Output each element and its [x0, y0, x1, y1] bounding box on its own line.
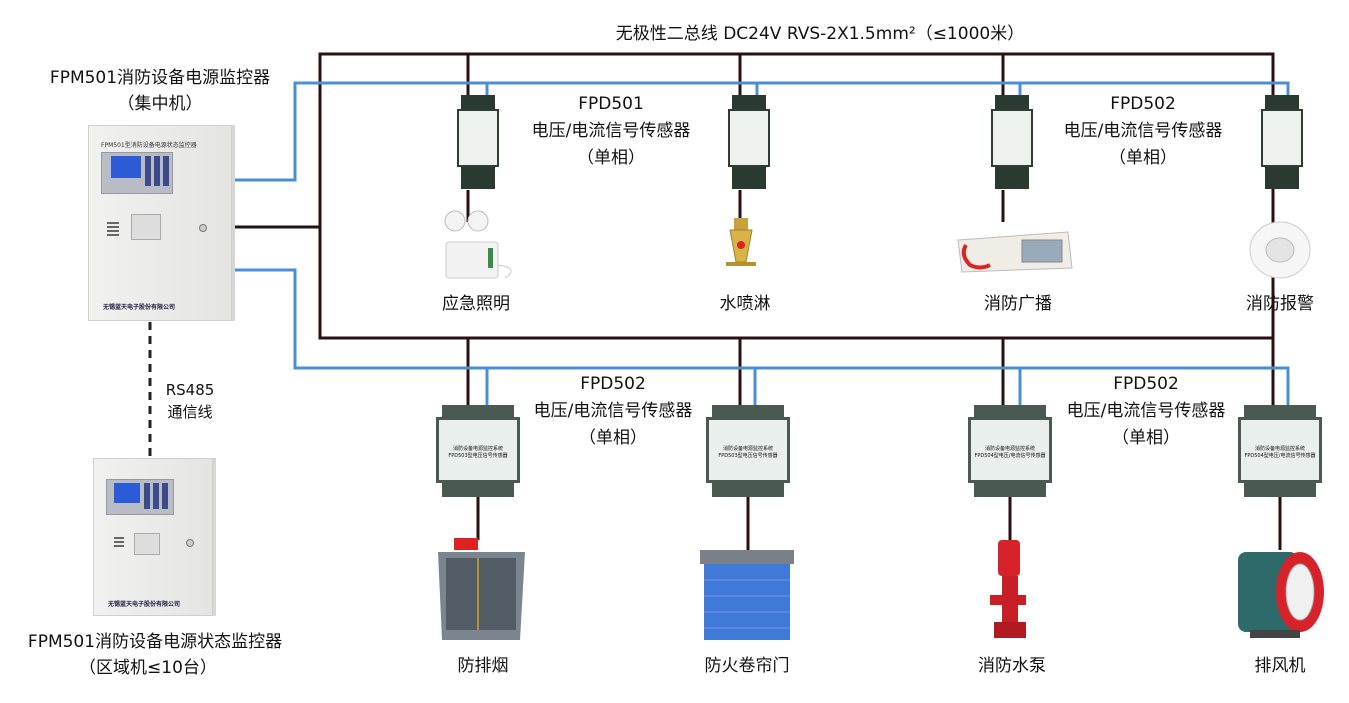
sensor-module: [457, 95, 499, 190]
device-label: 消防广播: [984, 294, 1052, 314]
sprinkler-icon: [726, 218, 756, 266]
brand-logo: 无锡蓝天电子股份有限公司: [108, 601, 181, 608]
fire-pump-icon: [990, 540, 1026, 638]
exhaust-fan-icon: [1238, 552, 1324, 638]
sensor-module: [991, 95, 1033, 190]
rolling-shutter-icon: [700, 550, 794, 640]
comm-line-label-2: 通信线: [167, 403, 213, 421]
area-controller-subtitle: （区域机≤10台）: [79, 658, 217, 678]
smoke-damper-icon: [438, 538, 525, 640]
sensor-type: 电压/电流信号传感器: [531, 121, 691, 141]
keypad: [145, 156, 169, 186]
emergency-light-icon: [444, 210, 512, 279]
sensor-phase: （单相）: [577, 148, 645, 168]
device-label: 消防报警: [1246, 294, 1314, 314]
bus-title: 无极性二总线 DC24V RVS-2X1.5mm²（≤1000米）: [615, 24, 1025, 44]
sensor-phase: （单相）: [579, 428, 647, 448]
keypad: [144, 483, 168, 509]
sensor-type: 电压/电流信号传感器: [533, 401, 693, 421]
area-controller-cabinet: 无锡蓝天电子股份有限公司: [93, 458, 213, 616]
comm-line-label-1: RS485: [165, 381, 215, 399]
sensor-model: FPD501: [578, 94, 644, 114]
power-bus: [232, 52, 1282, 550]
device-label: 排风机: [1254, 656, 1306, 676]
sensor-model: FPD502: [1110, 94, 1176, 114]
broadcast-icon: [957, 231, 1073, 273]
printer: [134, 533, 160, 555]
device-label: 防排烟: [457, 656, 509, 676]
sensor-type: 电压/电流信号传感器: [1066, 401, 1226, 421]
main-controller-cabinet: FPM501型消防设备电源状态监控器 无锡蓝天电子股份有限公司: [88, 125, 232, 321]
device-label: 防火卷帘门: [704, 656, 790, 676]
device-label: 应急照明: [442, 294, 510, 314]
lock-icon: [186, 539, 194, 547]
sensor-module: [728, 95, 770, 190]
device-label: 消防水泵: [978, 656, 1046, 676]
signal-bus: [232, 81, 1290, 405]
lcd-screen: [114, 483, 140, 503]
sensor-type: 电压/电流信号传感器: [1063, 121, 1223, 141]
main-controller-subtitle: （集中机）: [117, 94, 203, 114]
smoke-detector-icon: [1249, 221, 1311, 279]
lcd-screen: [111, 156, 141, 178]
sensor-model: FPD502: [580, 374, 646, 394]
sensor-model: FPD502: [1113, 374, 1179, 394]
sensor-phase: （单相）: [1109, 148, 1177, 168]
device-label: 水喷淋: [719, 294, 771, 314]
sensor-phase: （单相）: [1112, 428, 1180, 448]
area-controller-title: FPM501消防设备电源状态监控器: [27, 632, 283, 652]
printer: [131, 214, 161, 240]
sensor-module: [1261, 95, 1303, 190]
main-controller-title: FPM501消防设备电源监控器: [49, 68, 271, 88]
panel-label: FPM501型消防设备电源状态监控器: [101, 142, 197, 149]
brand-logo: 无锡蓝天电子股份有限公司: [103, 304, 176, 311]
lock-icon: [199, 224, 207, 232]
